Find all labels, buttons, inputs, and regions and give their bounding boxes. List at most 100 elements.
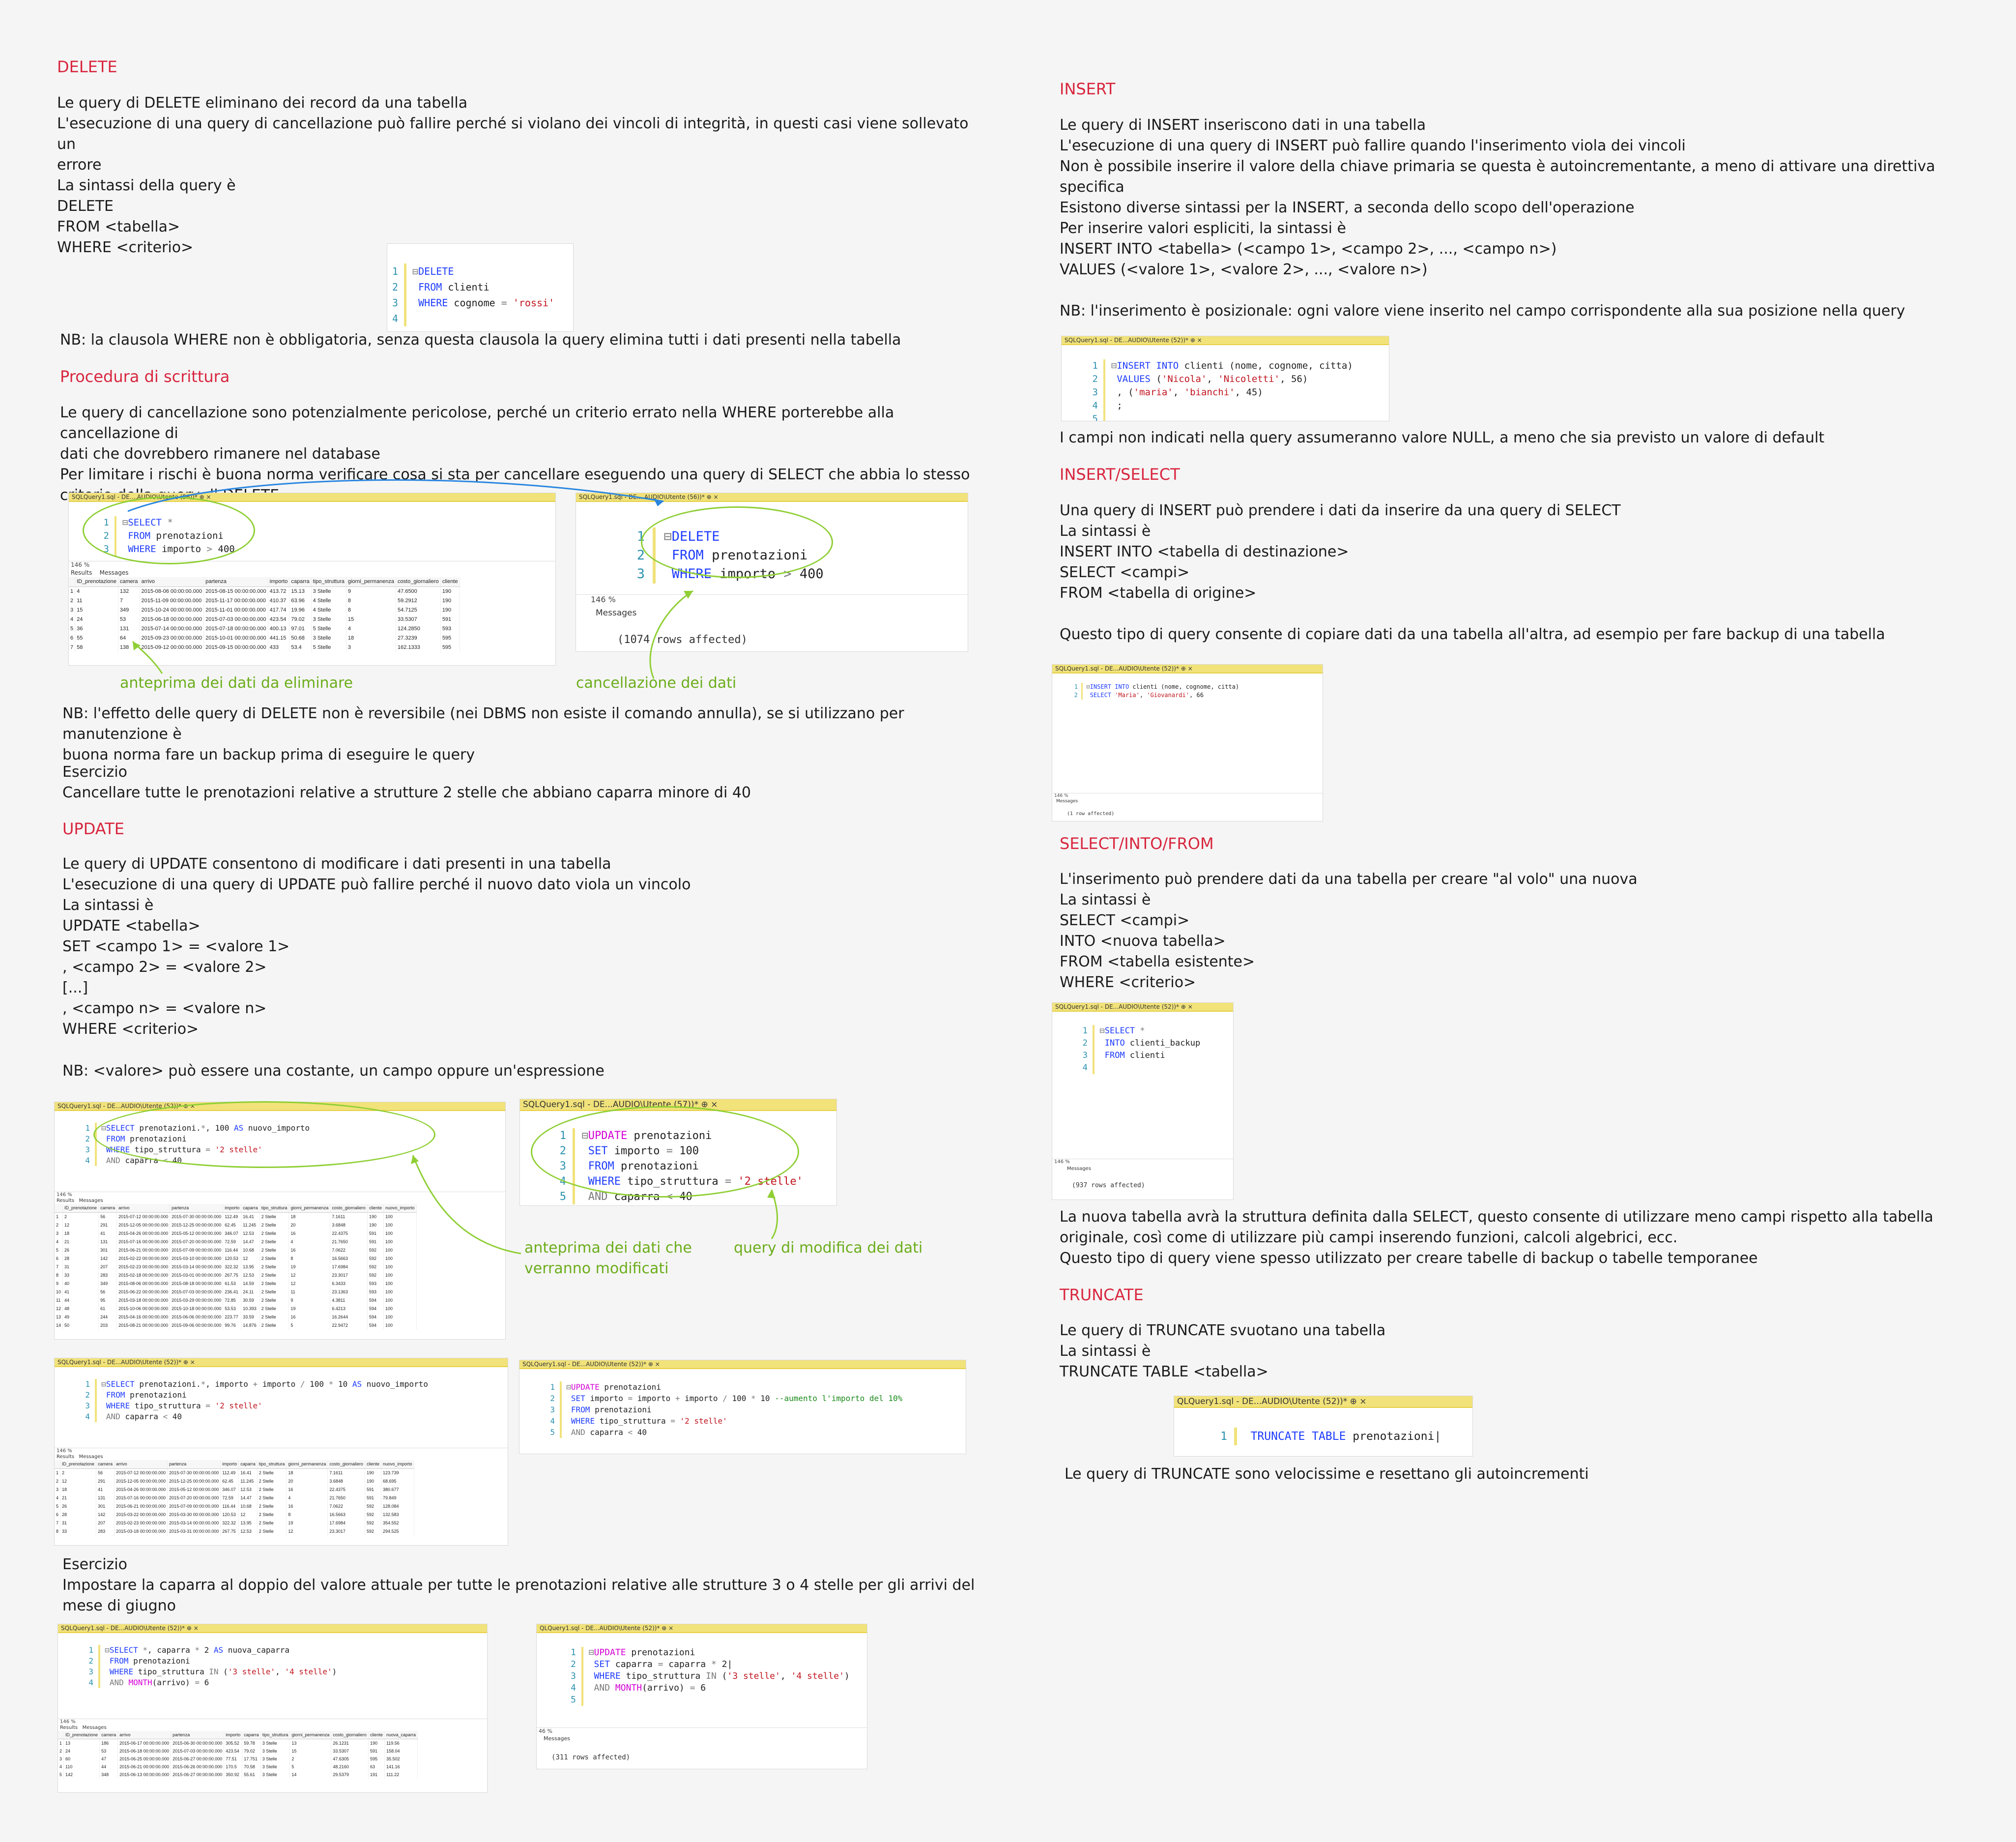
grid-column-header[interactable]: tipo_struttura [257, 1460, 287, 1469]
zoom-level[interactable]: 146 % [55, 1192, 505, 1198]
zoom-level[interactable]: 146 % [1052, 1159, 1233, 1165]
grid-column-header[interactable]: importo [223, 1204, 242, 1213]
grid-column-header[interactable]: importo [268, 577, 290, 587]
query-tab[interactable]: SQLQuery1.sql - DE....AUDIO\Utente (56))… [576, 493, 968, 502]
grid-column-header[interactable]: costo_giornaliero [396, 577, 441, 587]
grid-column-header[interactable]: nuovo_importo [381, 1460, 414, 1469]
results-tab[interactable]: Results [60, 1725, 78, 1730]
zoom-level[interactable]: 146 % [55, 1448, 508, 1454]
query-tab[interactable]: SQLQuery1.sql - DE...AUDIO\Utente (52))*… [1052, 1003, 1233, 1012]
messages-tab[interactable]: Messages [596, 608, 637, 618]
grid-column-header[interactable]: ID_prenotazione [60, 1460, 97, 1469]
grid-column-header[interactable]: tipo_struttura [311, 577, 346, 587]
grid-column-header[interactable]: camera [118, 577, 140, 587]
zoom-level[interactable]: 146 % [1052, 793, 1323, 798]
query-tab[interactable]: SQLQuery1.sql - DE...AUDIO\Utente (52))*… [519, 1360, 966, 1369]
grid-column-header[interactable]: nuova_caparra [384, 1731, 418, 1739]
messages-tab[interactable]: Messages [79, 1454, 103, 1460]
results-tab[interactable]: Results [57, 1454, 75, 1460]
grid-column-header[interactable]: camera [98, 1204, 117, 1213]
grid-column-header[interactable]: importo [224, 1731, 243, 1739]
grid-column-header[interactable]: arrivo [140, 577, 204, 587]
grid-column-header[interactable]: tipo_struttura [260, 1731, 290, 1739]
grid-column-header[interactable]: caparra [289, 577, 312, 587]
results-tab[interactable]: Results [57, 1198, 75, 1203]
messages-tab[interactable]: Messages [79, 1198, 103, 1203]
query-tab[interactable]: SQLQuery1.sql - DE...AUDIO\Utente (52))*… [1062, 336, 1389, 345]
grid-column-header[interactable]: cliente [365, 1460, 381, 1469]
grid-column-header[interactable]: partenza [171, 1731, 225, 1739]
grid-column-header[interactable]: costo_giornaliero [330, 1204, 368, 1213]
grid-column-header[interactable]: cliente [368, 1731, 385, 1739]
query-tab[interactable]: SQLQuery1.sql - DE...AUDIO\Utente (52))*… [58, 1624, 487, 1633]
grid-column-header[interactable]: partenza [203, 577, 268, 587]
grid-column-header[interactable]: giorni_permanenza [289, 1731, 332, 1739]
query-tab[interactable]: SQLQuery1.sql - DE...AUDIO\Utente (52))*… [55, 1358, 508, 1367]
grid-column-header[interactable]: caparra [241, 1204, 260, 1213]
grid-column-header[interactable]: caparra [242, 1731, 261, 1739]
messages-tab[interactable]: Messages [544, 1735, 570, 1742]
grid-column-header[interactable]: ID_prenotazione [62, 1204, 99, 1213]
grid-column-header[interactable]: caparra [238, 1460, 258, 1469]
grid-column-header[interactable]: partenza [170, 1204, 224, 1213]
grid-column-header[interactable]: camera [96, 1460, 115, 1469]
messages-tab[interactable]: Messages [1067, 1166, 1092, 1171]
query-tab[interactable]: QLQuery1.sql - DE...AUDIO\Utente (52))* … [1174, 1396, 1472, 1408]
grid-column-header[interactable]: arrivo [114, 1460, 168, 1469]
zoom-level[interactable]: 146 % [69, 561, 555, 568]
grid-column-header[interactable]: cliente [440, 577, 460, 587]
results-tab[interactable]: Results [71, 569, 92, 576]
grid-column-header[interactable]: nuovo_importo [383, 1204, 417, 1213]
zoom-level[interactable]: 146 % [576, 594, 968, 604]
grid-column-header[interactable]: giorni_permanenza [346, 577, 397, 587]
query-tab[interactable]: SQLQuery1.sql - DE...AUDIO\Utente (52))*… [1052, 665, 1323, 673]
grid-column-header[interactable]: tipo_struttura [259, 1204, 289, 1213]
messages-tab[interactable]: Messages [1056, 799, 1078, 804]
messages-tab[interactable]: Messages [82, 1725, 107, 1730]
grid-column-header[interactable]: partenza [167, 1460, 221, 1469]
zoom-level[interactable]: 46 % [537, 1727, 867, 1734]
grid-column-header[interactable]: arrivo [117, 1731, 172, 1739]
grid-column-header[interactable]: cliente [367, 1204, 384, 1213]
grid-column-header[interactable]: ID_prenotazione [63, 1731, 100, 1739]
grid-column-header[interactable]: costo_giornaliero [331, 1731, 369, 1739]
query-tab[interactable]: QLQuery1.sql - DE...AUDIO\Utente (52))* … [537, 1624, 867, 1633]
grid-column-header[interactable]: importo [220, 1460, 239, 1469]
grid-column-header[interactable]: ID_prenotazione [75, 577, 118, 587]
grid-column-header[interactable]: giorni_permanenza [286, 1460, 328, 1469]
grid-column-header[interactable]: giorni_permanenza [288, 1204, 331, 1213]
